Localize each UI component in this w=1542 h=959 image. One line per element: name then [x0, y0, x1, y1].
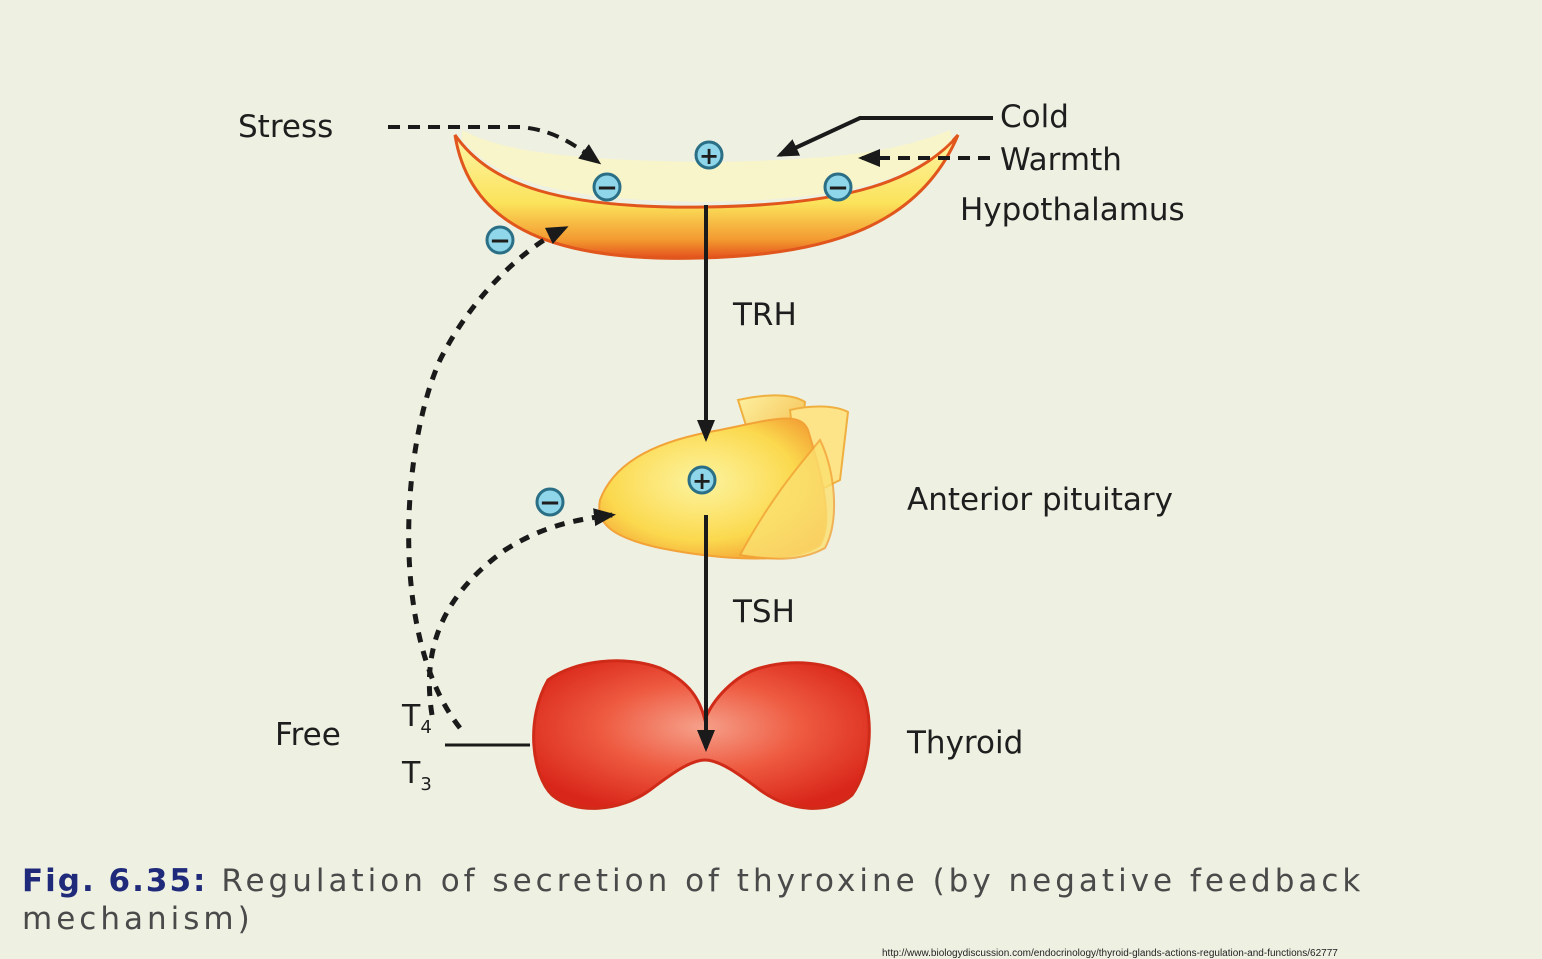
hypothalamus-label: Hypothalamus — [960, 192, 1185, 228]
svg-text:+: + — [692, 467, 712, 495]
hypothalamus-organ — [453, 134, 960, 260]
svg-text:−: − — [489, 226, 511, 256]
inhibit-sign-stress: − — [592, 172, 622, 203]
thyroid-organ — [532, 659, 871, 810]
feedback-to-pituitary-arrow — [426, 508, 616, 716]
source-url: http://www.biologydiscussion.com/endocri… — [882, 948, 1338, 959]
stimulate-sign-hypothalamus: + — [694, 140, 724, 170]
feedback-to-hypothalamus-arrow — [406, 225, 569, 730]
inhibit-sign-feedback-pituitary: − — [535, 487, 565, 518]
svg-text:+: + — [699, 142, 719, 170]
t3-label: T3 — [401, 756, 432, 795]
tsh-label: TSH — [732, 594, 795, 630]
warmth-label: Warmth — [1000, 142, 1122, 178]
anterior-pituitary-label: Anterior pituitary — [907, 482, 1173, 518]
free-label: Free — [275, 717, 341, 753]
cold-arrow — [776, 116, 993, 157]
stimulate-sign-pituitary: + — [687, 465, 717, 495]
t4-label: T4 — [401, 699, 432, 738]
stress-label: Stress — [238, 109, 333, 145]
cold-label: Cold — [1000, 99, 1069, 135]
figure-caption-text: Regulation of secretion of thyroxine (by… — [22, 863, 1365, 937]
inhibit-sign-feedback-hypothalamus: − — [485, 225, 515, 256]
figure-caption: Fig. 6.35: Regulation of secretion of th… — [22, 862, 1502, 938]
thyroid-label: Thyroid — [906, 725, 1023, 761]
svg-text:−: − — [596, 173, 618, 203]
figure-number: Fig. 6.35: — [22, 863, 208, 899]
inhibit-sign-warmth: − — [823, 172, 853, 203]
trh-label: TRH — [732, 297, 797, 333]
stress-arrow — [388, 125, 602, 165]
anterior-pituitary-organ — [598, 394, 850, 560]
svg-text:−: − — [539, 488, 561, 518]
svg-text:−: − — [827, 173, 849, 203]
